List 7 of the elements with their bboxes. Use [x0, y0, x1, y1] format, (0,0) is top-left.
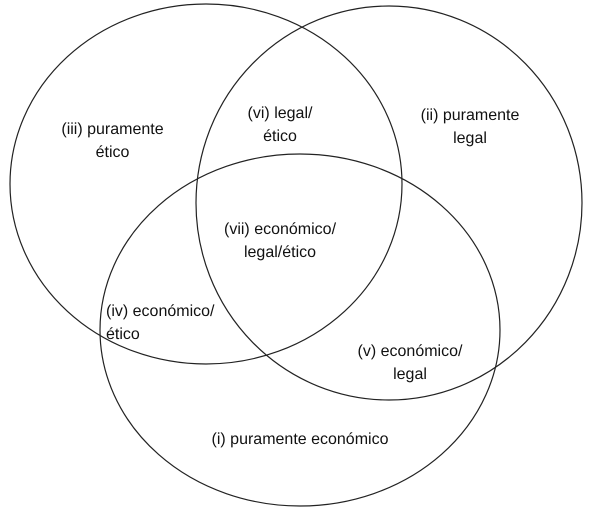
- region-label: (v) económico/ legal: [356, 342, 464, 385]
- region-label: (iii) puramente ético: [60, 120, 165, 163]
- region-label: (iv) económico/ ético: [106, 302, 216, 345]
- region-label: (vii) económico/ legal/ético: [222, 220, 338, 263]
- region-label: (i) puramente económico: [210, 430, 390, 450]
- region-label: (ii) puramente legal: [420, 106, 520, 149]
- region-label: (vi) legal/ ético: [246, 104, 314, 147]
